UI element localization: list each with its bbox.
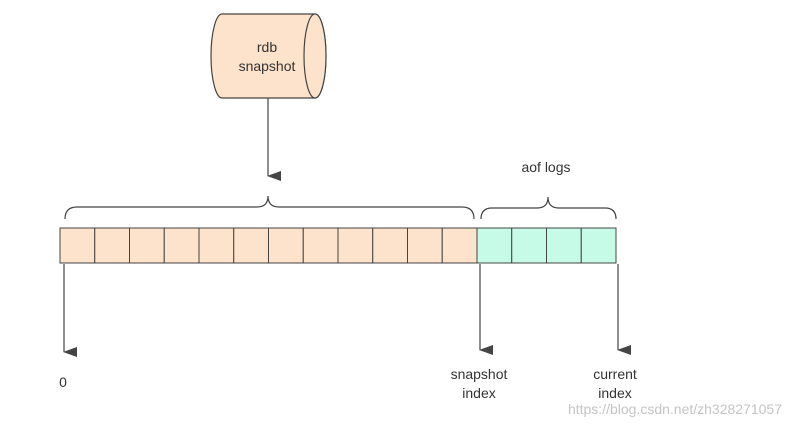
rdb-log-cell xyxy=(129,227,165,264)
snapshot-index-line1: snapshot xyxy=(450,366,508,382)
rdb-log-cell xyxy=(337,227,374,264)
aof-log-cell xyxy=(580,227,617,264)
start-index-label: 0 xyxy=(59,374,67,390)
rdb-snapshot-label: rdb snapshot xyxy=(222,38,312,76)
snapshot-index-label: snapshot index xyxy=(429,365,529,403)
rdb-snapshot-database-icon xyxy=(210,13,327,99)
rdb-log-cell xyxy=(407,227,443,264)
aof-log-cell xyxy=(476,227,513,264)
aof-logs-label: aof logs xyxy=(521,159,571,175)
aof-range-brace xyxy=(480,196,617,220)
aof-log-cell xyxy=(546,227,582,264)
watermark-text: https://blog.csdn.net/zh328271057 xyxy=(567,401,782,417)
rdb-log-cell xyxy=(441,227,478,264)
current-index-line2: index xyxy=(598,385,632,401)
rdb-log-cell xyxy=(372,227,408,264)
rdb-log-cell xyxy=(163,227,200,264)
rdb-log-cell xyxy=(268,227,304,264)
rdb-log-cell xyxy=(302,227,339,264)
snapshot-index-line2: index xyxy=(462,385,496,401)
rdb-log-cell xyxy=(94,227,130,264)
rdb-log-cell xyxy=(198,227,235,264)
rdb-label-line1: rdb xyxy=(256,39,278,55)
current-index-label: current index xyxy=(565,365,665,403)
log-cells xyxy=(59,227,617,264)
rdb-label-line2: snapshot xyxy=(238,58,296,74)
aof-log-cell xyxy=(511,227,547,264)
rdb-log-cell xyxy=(59,227,96,264)
rdb-range-brace xyxy=(64,195,475,220)
current-index-line1: current xyxy=(593,366,637,382)
rdb-log-cell xyxy=(233,227,269,264)
